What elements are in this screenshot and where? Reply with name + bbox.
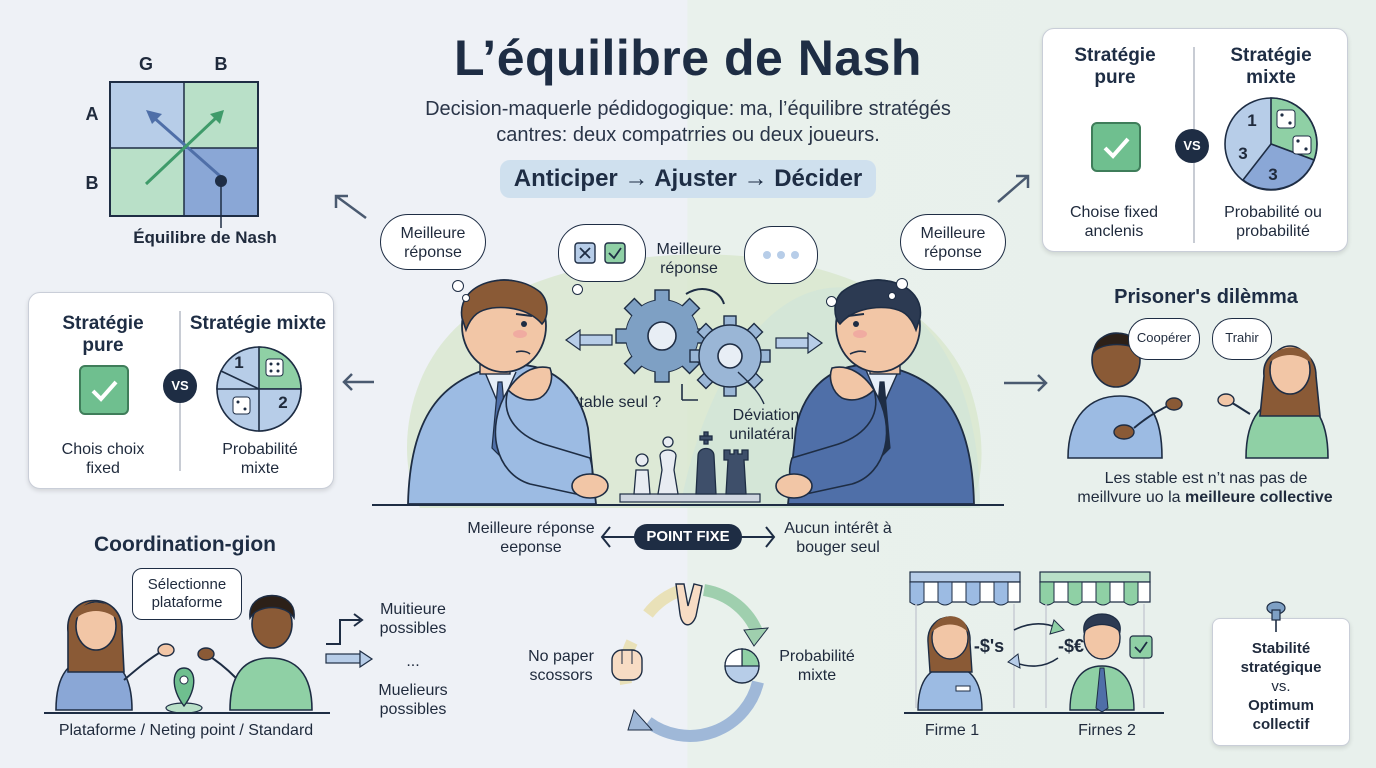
- left-pie-label-1: 1: [234, 353, 244, 372]
- note-line-3: Optimum collectif: [1248, 697, 1314, 733]
- matrix-caption: Équilibre de Nash: [133, 228, 277, 247]
- left-pure-title: Stratégie pure: [62, 313, 144, 356]
- deviation-pointer: [737, 371, 765, 405]
- bubble-tail-dot: [462, 294, 470, 302]
- betray-bubble: Trahir: [1212, 318, 1272, 360]
- chess-pieces-icon: [619, 431, 761, 503]
- player-left-illustration: [407, 279, 609, 505]
- mixed-strategy-pie: [1224, 97, 1318, 191]
- no-incentive-label: Aucun intérêt à bouger seul: [784, 520, 892, 556]
- strategy-card-left: Stratégie pure Stratégie mixte VS 1 2 Ch…: [28, 292, 334, 489]
- left-mixed-title: Stratégie mixte: [189, 313, 327, 334]
- rps-left-label: No paper scossors: [528, 648, 594, 684]
- outcome-top: Muitieure possibles: [379, 601, 447, 637]
- coordination-arrows: [325, 613, 374, 669]
- page-title: L’équilibre de Nash: [454, 30, 922, 86]
- strategy-card-top: Stratégie pure Stratégie mixte VS 1 3 3 …: [1042, 28, 1348, 252]
- deviation-label: Déviation unilatérale: [729, 407, 803, 443]
- pie-label-2: 3: [1238, 144, 1248, 163]
- mixed-strategy-caption: Probabilité ou probabilité: [1224, 204, 1322, 240]
- firms-illustration: [909, 571, 1153, 713]
- left-pure-caption: Chois choix fixed: [61, 441, 145, 477]
- payoff-matrix: G B A B Équilibre de Nash: [80, 50, 300, 250]
- fixed-point-badge: POINT FIXE: [634, 524, 742, 550]
- pure-strategy-title: Stratégie pure: [1074, 45, 1156, 88]
- firms-ground-line: [904, 712, 1164, 714]
- pie-label-1: 1: [1247, 111, 1257, 130]
- prisoner-caption-bold: meilleure collective: [1184, 489, 1333, 506]
- pie-label-3: 3: [1268, 165, 1278, 184]
- arrow-to-left-card: [342, 373, 374, 391]
- matrix-col-label-g: G: [138, 54, 153, 74]
- left-mixed-caption: Probabilité mixte: [222, 441, 298, 477]
- arrow-to-prisoner: [1004, 374, 1048, 392]
- firm-1-label: Firme 1: [924, 722, 980, 739]
- bubble-tail-dot: [826, 296, 837, 307]
- choice-thought-bubble: [558, 224, 646, 282]
- matrix-row-label-b: B: [85, 173, 99, 193]
- table-edge: [372, 504, 1004, 506]
- matrix-grid: [109, 81, 259, 228]
- best-response-bubble-right: Meilleure réponse: [900, 214, 1006, 270]
- outcome-bottom: Muelieurs possibles: [378, 682, 448, 718]
- left-check-icon: [79, 365, 129, 415]
- pure-strategy-caption: Choise fixed anclenis: [1069, 204, 1159, 240]
- best-response-bubble-left: Meilleure réponse: [380, 214, 486, 270]
- below-best-response: Meilleure réponse eeponse: [467, 520, 595, 556]
- coordination-ground-line: [44, 712, 330, 714]
- price-left: -$'s: [973, 636, 1005, 656]
- bubble-tail-dot: [896, 278, 908, 290]
- bubble-tail-dot: [888, 292, 896, 300]
- outcome-dots: ...: [406, 653, 420, 670]
- note-line-1: Stabilité stratégique: [1240, 640, 1322, 676]
- prisoner-caption-normal: meillvure uo la: [1077, 489, 1185, 506]
- mixed-strategy-title: Stratégie mixte: [1230, 45, 1312, 88]
- player-right-illustration: [775, 279, 975, 505]
- page-subtitle: Decision-maquerle pédidogogique: ma, l’é…: [425, 98, 951, 146]
- coordination-title: Coordination-gion: [94, 533, 276, 556]
- arrow-to-top-card: [997, 174, 1030, 203]
- price-right: -$€: [1057, 636, 1084, 656]
- flow-pill: Anticiper → Ajuster → Décider: [500, 160, 876, 198]
- arrow-left-gear: [564, 328, 613, 352]
- arrow-to-matrix: [334, 194, 367, 220]
- prisoner-caption-line1: Les stable est n’t nas pas de: [1104, 470, 1308, 487]
- vs-badge: VS: [1175, 129, 1209, 163]
- fixed-point-arrows: [600, 526, 776, 548]
- bubble-tail-dot: [572, 284, 583, 295]
- cooperate-bubble: Coopérer: [1128, 318, 1200, 360]
- pushpin-icon: [1266, 601, 1286, 632]
- gears-icon: [615, 288, 771, 401]
- thinking-bubble: [744, 226, 818, 284]
- prisoner-caption-line2: meillvure uo la meilleure collective: [1050, 488, 1360, 507]
- bubble-tail-dot: [452, 280, 464, 292]
- left-vs-badge: VS: [163, 369, 197, 403]
- coordination-caption: Plataforme / Neting point / Standard: [58, 722, 314, 739]
- rps-cycle: [611, 583, 770, 742]
- arrow-right-gear: [775, 331, 824, 355]
- prisoner-dilemma-title: Prisoner's dilèmma: [1114, 286, 1298, 308]
- left-pie-label-2: 2: [278, 393, 288, 412]
- stable-question: Stable seul ?: [568, 394, 662, 411]
- prisoners-illustration: [1067, 332, 1329, 459]
- coordination-illustration: [55, 594, 313, 714]
- select-platform-bubble: Sélectionne plataforme: [132, 568, 242, 620]
- rps-right-label: Probabilité mixte: [779, 648, 855, 684]
- firm-2-label: Firnes 2: [1078, 722, 1136, 739]
- note-line-2: vs.: [1271, 678, 1291, 695]
- check-icon: [1091, 122, 1141, 172]
- pinned-note: Stabilité stratégique vs. Optimum collec…: [1212, 618, 1350, 746]
- matrix-row-label-a: A: [85, 104, 99, 124]
- left-mixed-pie: [216, 346, 302, 432]
- matrix-col-label-b: B: [214, 54, 228, 74]
- thought-best-response: Meilleure réponse: [656, 241, 722, 277]
